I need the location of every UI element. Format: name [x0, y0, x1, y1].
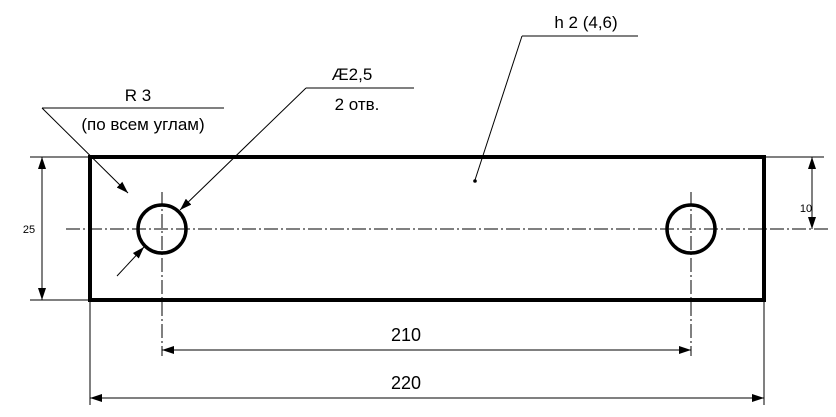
diameter-leader-tail — [116, 246, 145, 277]
hole-count-label: 2 отв. — [335, 95, 380, 114]
corner-radius-label: R 3 — [125, 86, 151, 105]
hole-diameter-leader — [116, 87, 414, 277]
hole-offset-dimension — [764, 156, 824, 229]
thickness-leader-line — [474, 35, 523, 181]
thickness-label: h 2 (4,6) — [554, 13, 617, 32]
radius-leader-line — [41, 107, 129, 194]
diameter-leader-line — [179, 87, 307, 211]
center-lines — [66, 192, 830, 356]
overall-height-dimension — [30, 156, 90, 301]
thickness-leader — [474, 35, 638, 181]
right-hole — [665, 203, 717, 255]
thickness-leader-dot — [473, 179, 477, 183]
overall-length-dimension — [89, 300, 765, 405]
hole-spacing-label: 210 — [391, 325, 421, 345]
corner-radius-leader — [41, 107, 224, 194]
overall-length-label: 220 — [391, 373, 421, 393]
overall-height-label: 25 — [23, 224, 35, 236]
hole-diameter-label: Æ2,5 — [332, 65, 373, 84]
left-hole — [136, 203, 188, 255]
corner-radius-note: (по всем углам) — [81, 115, 204, 134]
hole-offset-label: 10 — [800, 203, 812, 215]
